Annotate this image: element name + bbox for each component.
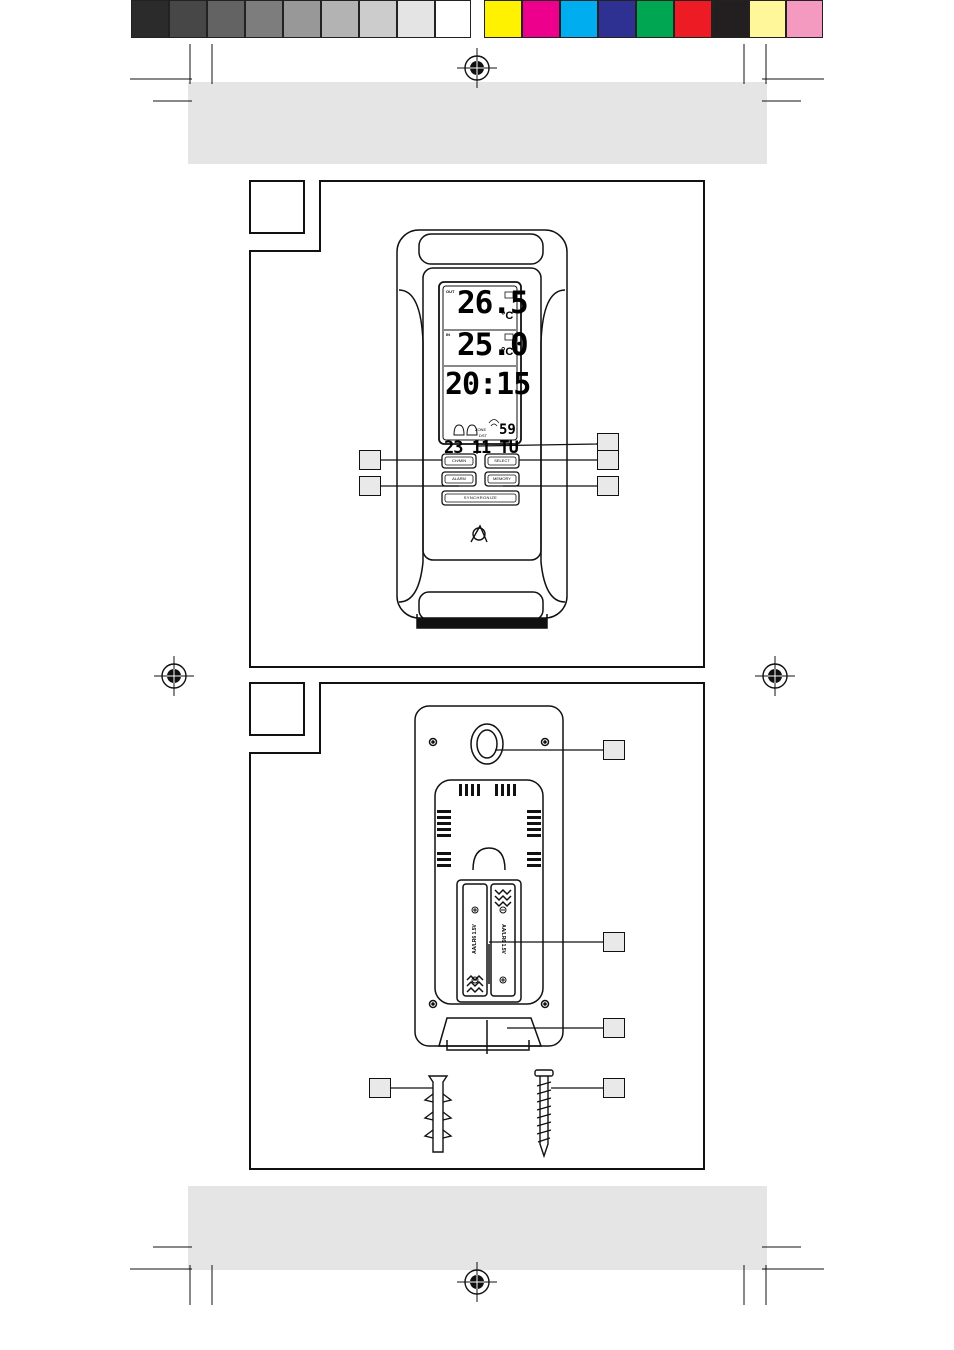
- gray-swatch-3: [207, 0, 245, 38]
- brand-logo-icon: [470, 524, 488, 543]
- battery-label-right: AA/LR6 1.5V: [500, 924, 506, 954]
- gray-swatch-1: [131, 0, 169, 38]
- ch-min-button[interactable]: CH/MIN: [451, 458, 467, 463]
- lcd-out-unit: °C: [501, 310, 514, 322]
- wall-dowel-icon: [423, 1075, 453, 1153]
- registration-mark-top: [457, 48, 497, 88]
- lcd-date-visible: [444, 422, 518, 442]
- figure-2-tab: [249, 682, 321, 754]
- color-swatch-pink: [786, 0, 823, 38]
- registration-mark-bottom: [457, 1262, 497, 1302]
- memory-button[interactable]: MEMORY: [493, 476, 511, 481]
- color-swatch-green: [636, 0, 674, 38]
- lcd-time: 20:15: [445, 367, 531, 402]
- synchronize-button[interactable]: SYNCHRONIZE: [463, 495, 498, 500]
- lcd-date: 23 11 TU: [444, 438, 519, 458]
- lcd-dst-label: DST: [479, 433, 487, 438]
- callout-box-hanger: [603, 740, 625, 760]
- gray-swatch-5: [283, 0, 321, 38]
- color-swatch-cyan: [560, 0, 598, 38]
- figure-1-tab: [249, 180, 321, 252]
- callout-box-right-top: [597, 450, 619, 470]
- callout-box-battery: [603, 932, 625, 952]
- color-swatch-red: [674, 0, 712, 38]
- battery-label-left: AA/LR6 1.5V: [472, 924, 478, 954]
- weather-station-front: [379, 229, 598, 629]
- color-swatch-yellow: [484, 0, 522, 38]
- lcd-in-unit: °C: [501, 346, 514, 358]
- callout-box-stand: [603, 1018, 625, 1038]
- radio-signal-icon: [488, 419, 500, 427]
- lcd-in-temperature: 25.0: [457, 327, 529, 363]
- figure-2-number-box: [249, 682, 305, 736]
- callout-box-left-bottom: [359, 476, 381, 496]
- top-gray-band: [188, 82, 767, 164]
- lcd-zone-label: ZONE: [475, 427, 487, 432]
- gray-swatch-7: [359, 0, 397, 38]
- lcd-in-label: IN: [446, 332, 450, 337]
- figure-1-number-box: [249, 180, 305, 234]
- alarm-button[interactable]: ALARM: [452, 476, 466, 481]
- gray-swatch-4: [245, 0, 283, 38]
- callout-box-screw: [603, 1078, 625, 1098]
- lcd-seconds: 59: [499, 422, 516, 438]
- registration-mark-right: [755, 656, 795, 696]
- lcd-out-label: OUT: [446, 289, 455, 294]
- gray-swatch-6: [321, 0, 359, 38]
- select-button[interactable]: SELECT: [494, 458, 510, 463]
- figure-2-panel: AA/LR6 1.5V AA/LR6 1.5V: [249, 682, 705, 1170]
- callout-box-dowel: [369, 1078, 391, 1098]
- color-swatch-magenta: [522, 0, 560, 38]
- color-swatch-black: [712, 0, 749, 38]
- callout-box-left-top: [359, 450, 381, 470]
- gray-swatch-8: [397, 0, 435, 38]
- callout-box-right-bottom: [597, 476, 619, 496]
- gray-swatch-2: [169, 0, 207, 38]
- lcd-out-temperature: 26.5: [457, 285, 529, 321]
- screw-icon: [534, 1069, 554, 1159]
- color-swatch-blue: [598, 0, 636, 38]
- weather-station-back: [391, 705, 603, 1159]
- alarm-bell-icon-2: [466, 424, 478, 436]
- registration-mark-left: [154, 656, 194, 696]
- gray-swatch-9: [435, 0, 471, 38]
- color-swatch-pale-yellow: [749, 0, 786, 38]
- bottom-gray-band: [188, 1186, 767, 1270]
- figure-1-panel: OUT 26.5 °C IN 25.0 °C 20:15 ZONE DST 59…: [249, 180, 705, 668]
- alarm-bell-icon: [453, 424, 465, 436]
